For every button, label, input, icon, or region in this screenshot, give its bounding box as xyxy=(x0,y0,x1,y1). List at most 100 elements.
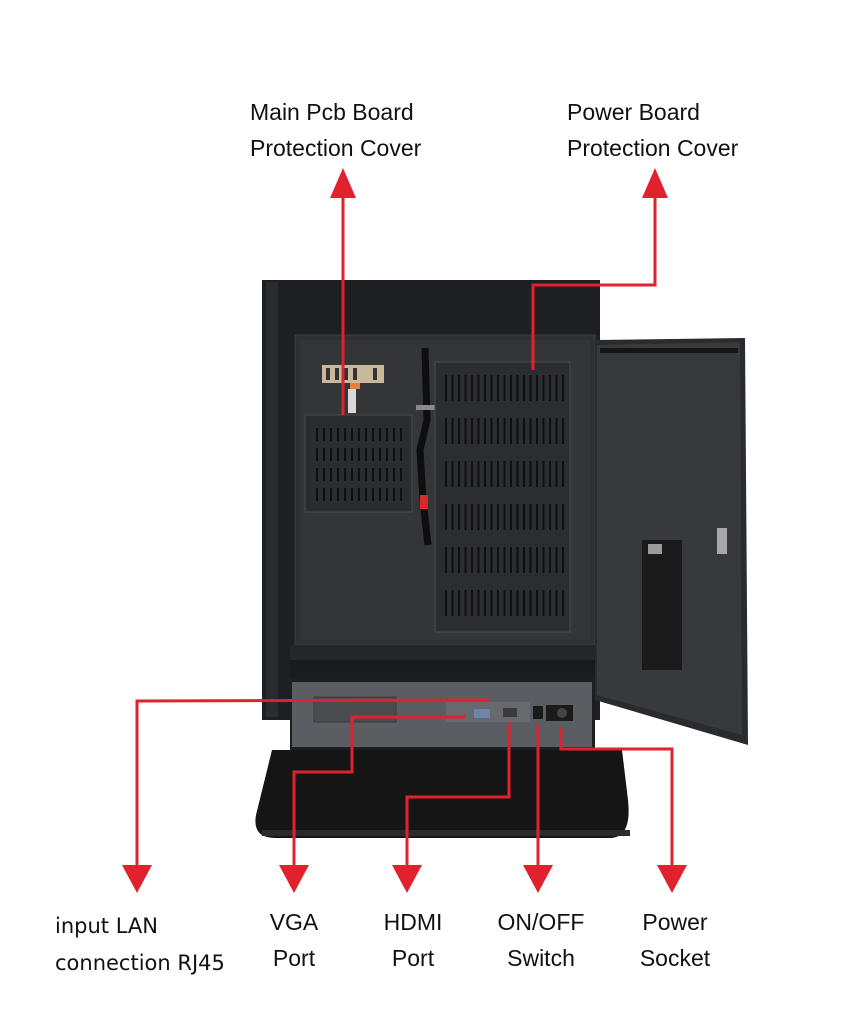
vent-slot xyxy=(516,590,519,616)
vent-slot xyxy=(458,547,460,573)
vent-slot xyxy=(529,375,532,401)
arrow-down-icon xyxy=(523,865,553,893)
vent-slot xyxy=(344,428,346,441)
vent-slot xyxy=(555,461,558,487)
vent-slot xyxy=(400,488,402,501)
vent-slot xyxy=(484,504,486,530)
vent-slot xyxy=(484,461,486,487)
vent-slot xyxy=(445,375,447,401)
vent-slot xyxy=(510,418,512,444)
label-line: Switch xyxy=(507,945,575,971)
vent-slot xyxy=(549,461,551,487)
arrow-up-icon xyxy=(642,168,668,198)
io-panel xyxy=(290,678,595,750)
callout-line-hdmi xyxy=(405,722,511,870)
vent-slot xyxy=(365,488,367,501)
vent-slot xyxy=(323,488,325,501)
vent-slot xyxy=(379,468,381,481)
vent-slot xyxy=(510,461,512,487)
vent-slot xyxy=(337,488,339,501)
vent-slot xyxy=(523,547,525,573)
vent-slot xyxy=(393,468,395,481)
vent-slot xyxy=(400,428,402,441)
label-line: Protection Cover xyxy=(567,135,739,161)
vent-slot xyxy=(316,468,318,481)
vent-slot xyxy=(379,448,381,461)
vent-slot xyxy=(365,448,367,461)
label-main-pcb-cover: Main Pcb Board Protection Cover xyxy=(250,94,421,166)
vent-slot xyxy=(529,461,532,487)
vent-slot xyxy=(484,590,486,616)
vent-slot xyxy=(542,590,545,616)
label-line: VGA xyxy=(269,909,319,935)
arrow-down-icon xyxy=(657,865,687,893)
vent-slot xyxy=(490,504,493,530)
arrow-down-icon xyxy=(392,865,422,893)
vent-slot xyxy=(344,488,346,501)
vent-slot xyxy=(344,468,346,481)
vent-slot xyxy=(464,418,467,444)
vent-slot xyxy=(562,590,564,616)
vent-slot xyxy=(503,504,506,530)
vent-slot xyxy=(562,375,564,401)
vent-slot xyxy=(330,428,332,441)
vent-slot xyxy=(490,590,493,616)
vent-slot xyxy=(523,418,525,444)
hdmi-port xyxy=(503,708,517,717)
vent-slot xyxy=(451,461,454,487)
vent-slot xyxy=(542,418,545,444)
vent-slot xyxy=(323,468,325,481)
label-line: Port xyxy=(272,945,316,971)
vent-slot xyxy=(337,428,339,441)
vent-slot xyxy=(316,428,318,441)
vent-slot xyxy=(529,504,532,530)
vent-slot xyxy=(562,547,564,573)
vent-slot xyxy=(529,590,532,616)
vent-slot xyxy=(497,418,499,444)
vent-slot xyxy=(351,488,353,501)
vent-slot xyxy=(337,468,339,481)
vent-slot xyxy=(458,461,460,487)
vent-slot xyxy=(503,461,506,487)
vent-slot xyxy=(458,418,460,444)
label-line: Power xyxy=(642,909,708,935)
callout-line-lan xyxy=(135,698,491,870)
vent-slot xyxy=(365,428,367,441)
vent-slot xyxy=(562,504,564,530)
vent-slot xyxy=(471,504,473,530)
vent-slot xyxy=(323,428,325,441)
vent-slot xyxy=(536,375,538,401)
callout-arrows xyxy=(135,192,674,870)
vent-slot xyxy=(386,448,388,461)
vent-slot xyxy=(451,547,454,573)
vent-slot xyxy=(510,504,512,530)
vent-slot xyxy=(549,375,551,401)
vent-slot xyxy=(477,461,480,487)
vent-slot xyxy=(477,418,480,444)
vent-slot xyxy=(445,590,447,616)
vent-slot xyxy=(490,375,493,401)
vent-slot xyxy=(542,504,545,530)
label-line: connection RJ45 xyxy=(55,951,225,975)
vent-slot xyxy=(516,418,519,444)
vent-slot xyxy=(562,461,564,487)
vent-slot xyxy=(372,488,374,501)
vent-slot xyxy=(471,590,473,616)
vent-slot xyxy=(503,590,506,616)
vent-slot xyxy=(510,375,512,401)
vent-slot xyxy=(400,448,402,461)
vent-slot xyxy=(549,590,551,616)
vent-slot xyxy=(536,461,538,487)
vent-slot xyxy=(471,418,473,444)
arrow-down-icon xyxy=(122,865,152,893)
vent-slot xyxy=(523,504,525,530)
cabinet-base xyxy=(255,750,630,838)
cable-bundle xyxy=(416,347,436,546)
vent-slot xyxy=(516,504,519,530)
label-line: Protection Cover xyxy=(250,135,422,161)
power-board-cover xyxy=(434,361,571,633)
vent-slot xyxy=(451,418,454,444)
vent-slot xyxy=(458,590,460,616)
vent-slot xyxy=(510,547,512,573)
